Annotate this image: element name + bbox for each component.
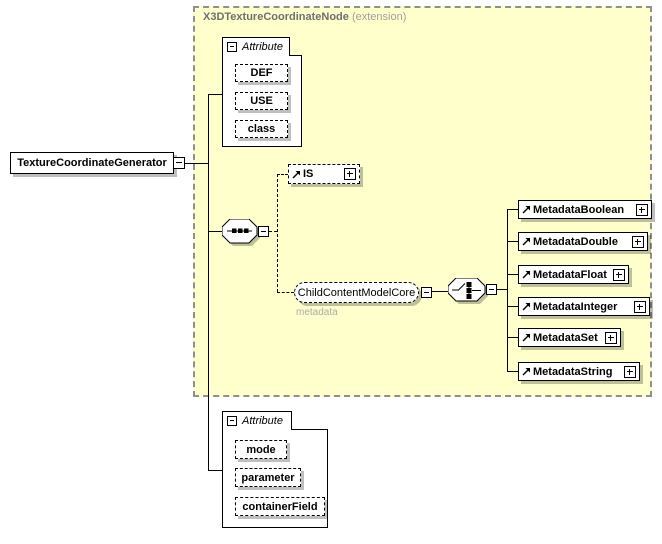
reference-arrow-icon xyxy=(292,170,300,178)
attribute-group-bottom[interactable]: Attribute xyxy=(222,411,292,430)
sequence-icon[interactable] xyxy=(222,219,262,248)
collapse-button-attributes-top[interactable] xyxy=(227,41,237,52)
expand-button[interactable] xyxy=(613,268,625,281)
connector-line xyxy=(497,289,507,290)
element-label: MetadataDouble xyxy=(533,235,618,248)
connector-line xyxy=(208,231,222,232)
element-node-metadataset[interactable]: MetadataSet xyxy=(518,328,621,347)
attribute-node-containerfield[interactable]: containerField xyxy=(235,497,325,516)
attribute-label: USE xyxy=(250,95,273,107)
expand-button[interactable] xyxy=(605,331,617,344)
connector-line xyxy=(507,274,518,275)
element-node-metadatainteger[interactable]: MetadataInteger xyxy=(518,297,650,316)
attribute-node-mode[interactable]: mode xyxy=(235,440,287,459)
connector-line xyxy=(208,470,222,471)
element-node-metadataboolean[interactable]: MetadataBoolean xyxy=(518,200,652,219)
reference-arrow-icon xyxy=(522,238,530,246)
attribute-group-label: Attribute xyxy=(242,40,283,53)
tab-join xyxy=(223,54,289,56)
choice-icon[interactable] xyxy=(448,278,491,306)
connector-line xyxy=(208,94,209,471)
attribute-node-class[interactable]: class xyxy=(235,120,288,138)
attribute-label: parameter xyxy=(241,471,295,484)
element-node-is[interactable]: IS xyxy=(288,164,360,184)
connector-line xyxy=(507,209,518,210)
element-node-metadatafloat[interactable]: MetadataFloat xyxy=(518,265,629,284)
connector-line xyxy=(507,209,508,372)
expand-button[interactable] xyxy=(634,300,646,313)
attribute-node-parameter[interactable]: parameter xyxy=(235,468,301,487)
connector-line xyxy=(432,291,448,292)
expand-button[interactable] xyxy=(636,203,648,216)
reference-arrow-icon xyxy=(522,334,530,342)
element-node-texturecoordinategenerator[interactable]: TextureCoordinateGenerator xyxy=(10,152,174,174)
reference-arrow-icon xyxy=(522,368,530,376)
connector-line xyxy=(185,163,208,164)
element-label: MetadataSet xyxy=(533,331,598,344)
element-label: MetadataFloat xyxy=(533,268,607,281)
element-label: IS xyxy=(303,168,314,180)
group-note: metadata xyxy=(296,307,338,318)
element-node-metadatadouble[interactable]: MetadataDouble xyxy=(518,232,648,251)
group-node-childcontentmodelcore[interactable]: ChildContentModelCore xyxy=(294,282,419,303)
attribute-node-def[interactable]: DEF xyxy=(235,64,288,82)
connector-line xyxy=(507,371,518,372)
connector-line xyxy=(208,94,222,95)
attribute-label: containerField xyxy=(242,500,318,513)
expand-button-is[interactable] xyxy=(344,168,356,180)
collapse-button-choice[interactable] xyxy=(486,284,497,295)
extension-base-type-label: X3DTextureCoordinateNode xyxy=(203,11,349,23)
connector-line-dashed xyxy=(277,174,278,292)
collapse-button-sequence[interactable] xyxy=(258,226,269,237)
tab-join xyxy=(223,428,291,430)
collapse-button-attributes-bottom[interactable] xyxy=(227,415,237,426)
collapse-button-root[interactable] xyxy=(173,157,185,169)
element-label: MetadataString xyxy=(533,365,613,378)
element-node-metadatastring[interactable]: MetadataString xyxy=(518,362,640,381)
group-label: ChildContentModelCore xyxy=(297,286,416,299)
collapse-button-group[interactable] xyxy=(421,287,432,298)
element-label: MetadataBoolean xyxy=(533,203,625,216)
expand-button[interactable] xyxy=(624,365,636,378)
connector-line-dashed xyxy=(277,292,294,293)
element-label: MetadataInteger xyxy=(533,300,618,313)
connector-line xyxy=(507,306,518,307)
attribute-label: DEF xyxy=(250,67,273,79)
element-label: TextureCoordinateGenerator xyxy=(17,157,167,169)
expand-button[interactable] xyxy=(632,235,644,248)
attribute-node-use[interactable]: USE xyxy=(235,92,288,110)
extension-qualifier-label: (extension) xyxy=(351,11,407,23)
extension-region-title: X3DTextureCoordinateNode (extension) xyxy=(203,11,406,23)
reference-arrow-icon xyxy=(522,303,530,311)
attribute-label: mode xyxy=(246,443,276,456)
attribute-group-label: Attribute xyxy=(242,414,283,427)
reference-arrow-icon xyxy=(522,206,530,214)
attribute-label: class xyxy=(247,123,276,135)
connector-line xyxy=(507,241,518,242)
connector-line-dashed xyxy=(269,231,277,232)
connector-line xyxy=(507,337,518,338)
connector-line-dashed xyxy=(277,174,288,175)
reference-arrow-icon xyxy=(522,271,530,279)
